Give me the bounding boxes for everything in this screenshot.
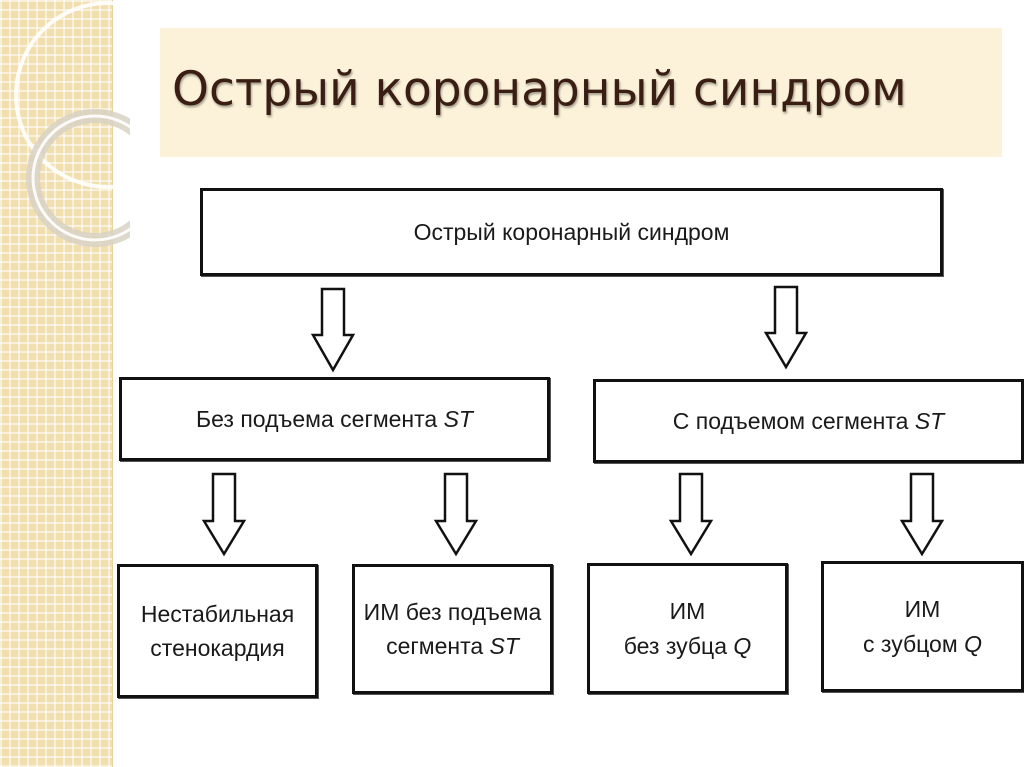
arrow-down-icon — [763, 285, 809, 370]
arrow-down-icon — [310, 287, 356, 373]
decorative-rings — [14, 1, 130, 247]
leaf-box-mi-without-q: ИМ без зубца Q — [587, 563, 788, 694]
leaf-line1: ИМ — [669, 598, 706, 624]
branch-label: С подъемом сегмента ST — [672, 407, 945, 434]
root-box: Острый коронарный синдром — [200, 188, 943, 276]
leaf-line2: стенокардия — [150, 635, 285, 661]
arrow-down-icon — [668, 472, 714, 557]
arrow-down-icon — [899, 472, 945, 557]
arrow-down-icon — [433, 472, 479, 557]
leaf-box-unstable-angina: Нестабильная стенокардия — [117, 564, 318, 698]
branch-box-with-st: С подъемом сегмента ST — [593, 379, 1024, 463]
leaf-box-mi-without-st: ИМ без подъема сегмента ST — [352, 564, 553, 694]
leaf-box-mi-with-q: ИМ с зубцом Q — [821, 561, 1024, 692]
branch-label: Без подъема сегмента ST — [196, 405, 473, 432]
branch-box-without-st: Без подъема сегмента ST — [119, 377, 550, 461]
leaf-line2: с зубцом Q — [863, 630, 982, 657]
arrow-down-icon — [201, 472, 247, 557]
leaf-line2: без зубца Q — [623, 632, 752, 659]
root-label: Острый коронарный синдром — [413, 218, 730, 245]
slide-title: Острый коронарный синдром — [172, 62, 907, 117]
title-band — [160, 28, 1002, 157]
leaf-line1: ИМ без подъема — [363, 598, 542, 625]
leaf-line1: Нестабильная — [140, 600, 295, 627]
leaf-line2: сегмента ST — [386, 633, 519, 659]
leaf-line1: ИМ — [904, 596, 941, 622]
